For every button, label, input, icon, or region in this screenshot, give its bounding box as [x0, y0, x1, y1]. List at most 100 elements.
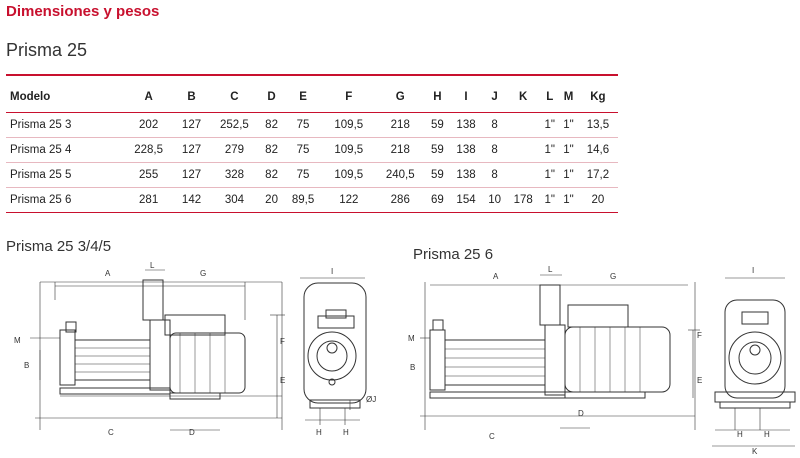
table-cell: 1" [540, 187, 560, 213]
header-g: G [374, 82, 426, 113]
dim-label-g: G [610, 272, 616, 281]
table-cell: 89,5 [283, 187, 324, 213]
dim-label-h: H [737, 430, 743, 439]
dimensions-table: Modelo A B C D E F G H I J K L M Kg Pris… [6, 82, 618, 213]
table-cell: 127 [174, 137, 209, 163]
table-cell: 69 [425, 187, 449, 213]
table-cell: 279 [208, 137, 261, 163]
header-j: J [483, 82, 507, 113]
dim-label-i: I [331, 267, 333, 276]
dim-label-h: H [343, 428, 349, 437]
table-cell: 1" [540, 162, 560, 188]
table-cell: 281 [122, 187, 175, 213]
table-top-rule [6, 74, 618, 76]
table-cell: 109,5 [323, 112, 375, 138]
table-cell: 109,5 [323, 162, 375, 188]
table-cell: 13,5 [577, 112, 618, 138]
pump-front-view-right [712, 277, 796, 447]
table-cell: 20 [260, 187, 284, 213]
table-cell: 1" [559, 162, 578, 188]
table-cell: 20 [577, 187, 618, 213]
table-cell: 59 [425, 137, 449, 163]
pump-side-view-right [420, 274, 700, 430]
header-d: D [260, 82, 284, 113]
table-cell: 202 [122, 112, 175, 138]
dim-label-f: F [280, 337, 285, 346]
model-title: Prisma 25 [6, 40, 88, 60]
header-e: E [283, 82, 324, 113]
table-cell: 82 [260, 162, 284, 188]
table-cell [506, 162, 541, 188]
table-cell: 82 [260, 112, 284, 138]
table-cell: 1" [540, 112, 560, 138]
table-cell: 218 [374, 137, 426, 163]
dim-label-b: B [24, 361, 29, 370]
table-cell: 82 [260, 137, 284, 163]
table-cell: 228,5 [122, 137, 175, 163]
table-cell: 304 [208, 187, 261, 213]
table-row: Prisma 25 5 255 127 328 82 75 109,5 240,… [6, 162, 618, 188]
table-cell: 1" [559, 137, 578, 163]
dim-label-k: K [752, 447, 758, 456]
table-cell: 240,5 [374, 162, 426, 188]
table-cell: Prisma 25 3 [6, 112, 123, 138]
table-cell: 8 [483, 137, 507, 163]
dim-label-m: M [14, 336, 21, 345]
table-cell: Prisma 25 5 [6, 162, 123, 188]
header-k: K [506, 82, 541, 113]
header-f: F [323, 82, 375, 113]
table-cell: 127 [174, 162, 209, 188]
dim-label-e: E [697, 376, 702, 385]
header-l: L [540, 82, 560, 113]
table-cell: 138 [448, 137, 484, 163]
table-cell: 8 [483, 112, 507, 138]
dim-label-c: C [108, 428, 114, 437]
table-cell: 127 [174, 112, 209, 138]
table-cell: 252,5 [208, 112, 261, 138]
dim-label-l: L [150, 261, 155, 270]
table-cell: Prisma 25 4 [6, 137, 123, 163]
dim-label-i: I [752, 266, 754, 275]
table-cell: 8 [483, 162, 507, 188]
table-cell: 1" [540, 137, 560, 163]
dim-label-c: C [489, 432, 495, 441]
table-header-row: Modelo A B C D E F G H I J K L M Kg [6, 82, 618, 113]
table-cell: 178 [506, 187, 541, 213]
dim-label-d: D [189, 428, 195, 437]
table-row: Prisma 25 6 281 142 304 20 89,5 122 286 … [6, 187, 618, 213]
dim-label-h: H [764, 430, 770, 439]
dim-label-e: E [280, 376, 285, 385]
dim-label-f: F [697, 331, 702, 340]
dim-label-a: A [105, 269, 111, 278]
table-cell [506, 112, 541, 138]
table-cell: 138 [448, 112, 484, 138]
pump-front-view-left [300, 277, 367, 425]
table-cell: 14,6 [577, 137, 618, 163]
dim-label-j: ØJ [366, 395, 376, 404]
table-cell: Prisma 25 6 [6, 187, 123, 213]
table-cell: 59 [425, 162, 449, 188]
header-c: C [208, 82, 261, 113]
header-m: M [559, 82, 578, 113]
dim-label-g: G [200, 269, 206, 278]
table-cell: 59 [425, 112, 449, 138]
table-cell: 255 [122, 162, 175, 188]
pump-side-view-left [30, 269, 285, 431]
table-cell: 1" [559, 187, 578, 213]
header-kg: Kg [577, 82, 618, 113]
drawing-title-prisma-25-3-4-5: Prisma 25 3/4/5 [6, 238, 112, 255]
table-cell: 10 [483, 187, 507, 213]
section-title: Dimensiones y pesos [6, 3, 160, 20]
table-cell: 328 [208, 162, 261, 188]
header-a: A [122, 82, 175, 113]
table-cell: 218 [374, 112, 426, 138]
dim-label-a: A [493, 272, 499, 281]
dim-label-d: D [578, 409, 584, 418]
table-cell: 17,2 [577, 162, 618, 188]
table-cell: 286 [374, 187, 426, 213]
table-cell: 154 [448, 187, 484, 213]
dim-label-m: M [408, 334, 415, 343]
table-cell [506, 137, 541, 163]
table-row: Prisma 25 3 202 127 252,5 82 75 109,5 21… [6, 112, 618, 138]
